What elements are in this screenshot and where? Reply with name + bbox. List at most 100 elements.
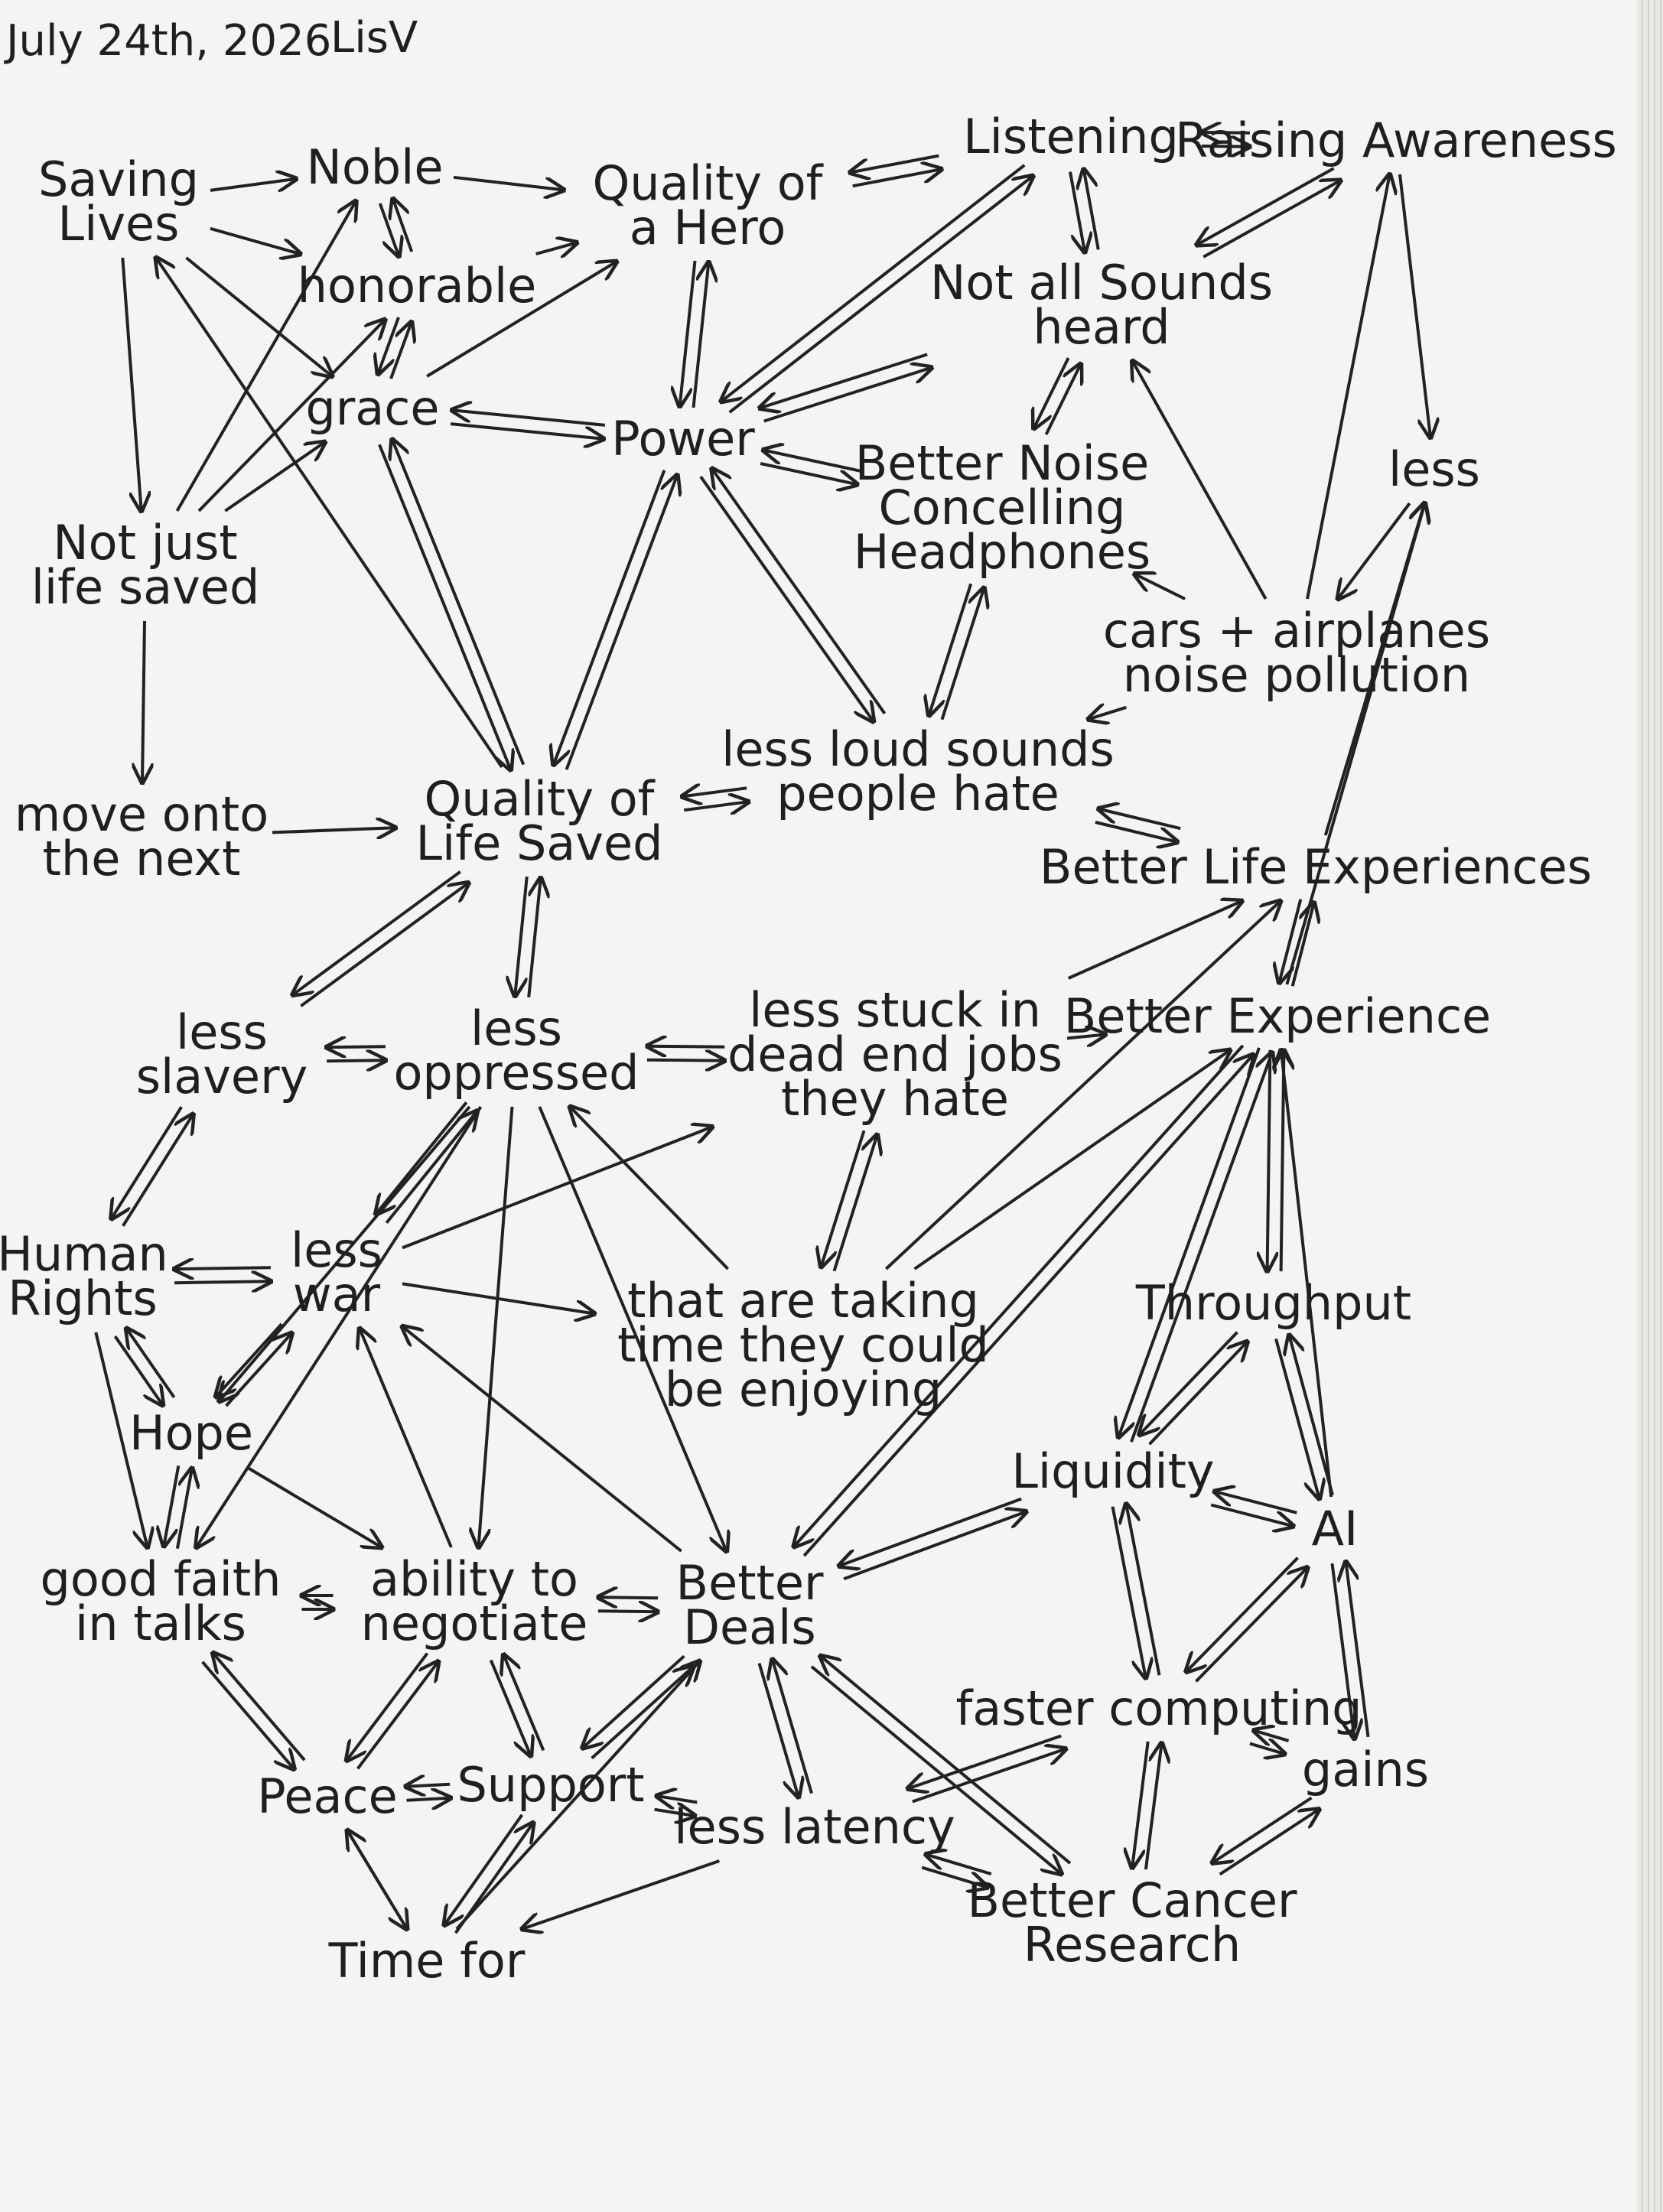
node-gains: gains [1302,1742,1429,1797]
node-label-line: less [291,1222,382,1278]
arrow-liquidity-to-ai [1210,1503,1294,1527]
arrow-power-to-quality-life-return [565,475,678,770]
arrow-quality-life-to-saving-lives [156,258,503,769]
node-label-line: Throughput [1135,1275,1411,1331]
node-less-r: less [1388,441,1480,497]
node-label-line: life saved [31,559,260,615]
arrow-less-war-to-less-stuck [402,1127,712,1250]
node-label-line: Not all Sounds [930,255,1273,311]
arrow-not-just-to-move-onto [142,620,145,782]
node-label-line: Headphones [854,524,1150,580]
arrow-good-faith-to-peace [201,1661,295,1769]
node-better-exp: Better Experience [1064,988,1491,1044]
arrow-human-rights-to-hope-return [126,1329,176,1399]
node-label-line: they hate [781,1071,1009,1127]
node-label-line: move onto [15,786,268,842]
node-label-line: Quality of [592,155,824,211]
arrow-less-oppressed-to-less-war-return [385,1111,477,1224]
arrow-quality-hero-to-listening [852,169,942,188]
node-label-line: the next [43,831,241,886]
arrow-cars-to-better-noise [1134,574,1186,600]
arrow-less-latency-to-better-cancer [921,1866,988,1888]
arrow-throughput-to-liquidity-return [1148,1342,1248,1446]
node-label-line: Research [1024,1917,1241,1973]
node-label-line: Lives [58,196,180,252]
arrow-better-life-exp-to-better-exp [1279,899,1303,983]
arrow-less-loud-to-better-life-exp [1095,821,1177,842]
node-label-line: Rights [8,1270,158,1326]
node-label-line: less latency [674,1799,955,1855]
arrow-power-to-better-noise [760,462,857,484]
node-throughput: Throughput [1135,1275,1411,1331]
arrow-hope-to-less-war [225,1333,292,1407]
arrow-quality-hero-to-listening-return [850,154,939,173]
arrow-not-just-to-grace [224,442,324,512]
arrow-quality-life-to-less-oppressed-return [527,878,541,998]
arrow-time-for-to-better-deals [455,1661,700,1931]
arrow-quality-life-to-less-slavery [293,870,461,995]
node-label-line: Listening [963,109,1179,164]
arrow-support-to-less-latency [654,1810,695,1816]
arrow-faster-to-less-latency [908,1734,1062,1789]
arrow-faster-to-less-latency-return [912,1749,1066,1804]
arrow-ability-to-support-return [503,1655,545,1752]
arrow-power-to-not-all-sounds-return [760,353,928,408]
arrow-liquidity-to-ai-return [1215,1491,1297,1514]
arrow-less-oppressed-to-hope [220,1105,471,1401]
node-grace: grace [305,380,439,436]
arrow-better-life-exp-to-better-exp-return [1290,903,1314,987]
node-label-line: less loud sounds [721,721,1115,777]
node-label-line: be enjoying [665,1361,942,1417]
node-label-line: Not just [53,515,237,571]
node-label-line: oppressed [393,1045,639,1101]
node-label-line: less [1388,441,1480,497]
arrow-honorable-to-quality-hero [535,242,577,254]
arrow-throughput-to-ai-return [1289,1335,1334,1496]
arrow-liquidity-to-faster-return [1126,1504,1161,1676]
node-label-line: Raising Awareness [1175,112,1617,168]
arrow-human-rights-to-less-war [174,1281,271,1283]
node-label-line: ability to [370,1551,578,1607]
node-support: Support [457,1757,644,1813]
arrow-grace-to-quality-hero [426,262,617,378]
node-label-line: AI [1312,1501,1359,1557]
node-label-line: cars + airplanes [1103,603,1490,659]
node-label-line: Better Life Experiences [1040,839,1592,895]
arrow-faster-to-gains-return [1254,1730,1290,1741]
node-liquidity: Liquidity [1011,1443,1214,1499]
node-label-line: war [293,1267,381,1322]
arrow-hope-to-good-faith-return [175,1469,192,1549]
node-label-line: faster computing [955,1680,1362,1736]
arrow-less-oppressed-to-good-faith [197,1105,483,1547]
node-label-line: dead end jobs [727,1026,1063,1082]
arrow-power-to-better-noise-return [763,450,861,473]
node-label-line: heard [1033,299,1170,355]
arrow-quality-hero-to-power-return [692,262,709,408]
arrow-noble-to-quality-hero [453,175,564,190]
arrow-noble-to-honorable-return [393,199,414,252]
arrow-ai-to-faster-return [1195,1567,1308,1683]
arrow-ability-to-better-deals-return [598,1597,659,1598]
arrow-not-all-sounds-to-better-noise [1034,357,1070,428]
arrow-liquidity-to-faster [1111,1506,1146,1678]
node-label-line: honorable [298,258,537,314]
node-label-line: Concelling [878,480,1125,535]
arrow-ability-to-less-war [360,1329,453,1548]
arrow-ai-to-faster [1186,1557,1299,1672]
date-label: July 24th, 2026 [4,16,331,66]
arrow-peace-to-support [406,1798,451,1801]
arrow-good-faith-to-peace-return [213,1653,306,1761]
arrow-better-exp-to-better-deals-return [802,1055,1253,1557]
arrow-noble-to-honorable [378,203,399,256]
